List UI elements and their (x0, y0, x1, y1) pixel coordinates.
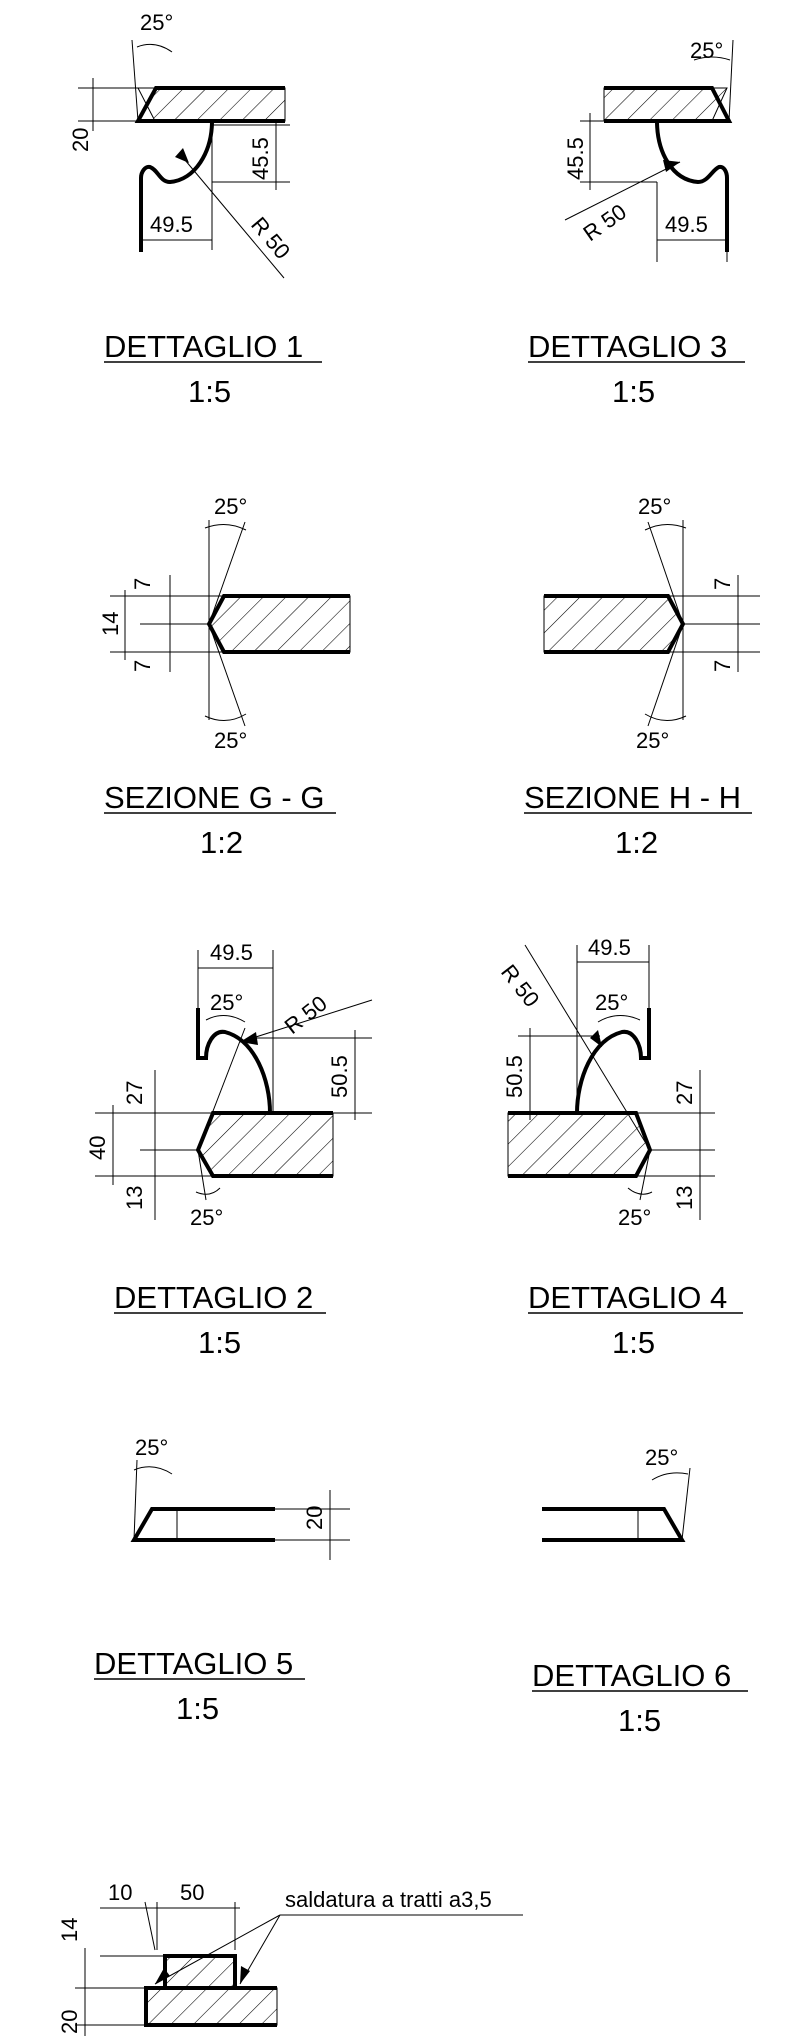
detail-4-drawing: 25° 25° 49.5 R 50 50.5 27 13 (496, 935, 715, 1230)
detail-5-scale: 1:5 (176, 1691, 219, 1726)
section-hh-top: 7 (710, 578, 735, 590)
detail-5-thickness: 20 (302, 1506, 327, 1530)
weld-length-b: 50 (180, 1880, 204, 1905)
detail-4-height: 50.5 (502, 1055, 527, 1098)
section-hh-title: SEZIONE H - H (524, 780, 741, 815)
weld-thickness-top: 14 (57, 1918, 82, 1942)
section-hh-angle-top: 25° (638, 494, 671, 519)
section-gg-top: 7 (130, 578, 155, 590)
detail-3-height: 45.5 (563, 137, 588, 180)
section-gg-angle-top: 25° (214, 494, 247, 519)
detail-4-radius: R 50 (496, 960, 544, 1012)
detail-4-top: 27 (672, 1081, 697, 1105)
detail-2-radius: R 50 (280, 991, 332, 1039)
section-gg-drawing: 25° 25° 7 14 7 (98, 494, 351, 753)
detail-2-angle-top: 25° (210, 990, 243, 1015)
section-gg-angle-bottom: 25° (214, 728, 247, 753)
detail-6-angle: 25° (645, 1445, 678, 1470)
detail-1-drawing: 25° 20 45.5 49.5 R 50 (68, 10, 295, 279)
detail-3-width: 49.5 (665, 212, 708, 237)
detail-2-top: 27 (122, 1081, 147, 1105)
section-gg-total: 14 (98, 612, 123, 636)
weld-length-a: 10 (108, 1880, 132, 1905)
detail-1-height: 45.5 (248, 137, 273, 180)
detail-3-angle: 25° (690, 38, 723, 63)
detail-2-total: 40 (85, 1136, 110, 1160)
detail-2-bottom: 13 (122, 1186, 147, 1210)
section-hh-bottom: 7 (710, 660, 735, 672)
detail-1-thickness: 20 (68, 128, 93, 152)
detail-3-scale: 1:5 (612, 374, 655, 409)
detail-2-angle-bottom: 25° (190, 1205, 223, 1230)
detail-6-scale: 1:5 (618, 1703, 661, 1738)
detail-3-radius: R 50 (579, 199, 631, 246)
detail-6-title: DETTAGLIO 6 (532, 1658, 731, 1693)
detail-1-radius: R 50 (246, 212, 295, 264)
detail-2-width: 49.5 (210, 940, 253, 965)
weld-detail-drawing: 14 20 10 50 saldatura a tratti a3,5 (57, 1880, 523, 2036)
detail-2-title: DETTAGLIO 2 (114, 1280, 313, 1315)
detail-1-width: 49.5 (150, 212, 193, 237)
section-gg-bottom: 7 (130, 660, 155, 672)
detail-5-title: DETTAGLIO 5 (94, 1646, 293, 1681)
section-hh-scale: 1:2 (615, 825, 658, 860)
weld-thickness-bottom: 20 (57, 2010, 82, 2034)
detail-3-drawing: 25° 45.5 49.5 R 50 (563, 38, 734, 262)
detail-3-title: DETTAGLIO 3 (528, 329, 727, 364)
detail-1-angle: 25° (140, 10, 173, 35)
detail-4-angle-bottom: 25° (618, 1205, 651, 1230)
detail-2-drawing: 25° 25° 49.5 R 50 50.5 27 40 13 (85, 940, 373, 1230)
section-hh-drawing: 25° 25° 7 7 (543, 494, 760, 753)
detail-6-drawing: 25° (542, 1445, 691, 1542)
detail-2-scale: 1:5 (198, 1325, 241, 1360)
detail-4-angle-top: 25° (595, 990, 628, 1015)
detail-2-height: 50.5 (327, 1055, 352, 1098)
detail-4-width: 49.5 (588, 935, 631, 960)
detail-4-scale: 1:5 (612, 1325, 655, 1360)
section-gg-title: SEZIONE G - G (104, 780, 324, 815)
detail-5-drawing: 25° 20 (130, 1435, 350, 1560)
detail-4-title: DETTAGLIO 4 (528, 1280, 727, 1315)
detail-4-bottom: 13 (672, 1186, 697, 1210)
section-gg-scale: 1:2 (200, 825, 243, 860)
weld-note: saldatura a tratti a3,5 (285, 1887, 492, 1912)
detail-5-angle: 25° (135, 1435, 168, 1460)
detail-1-title: DETTAGLIO 1 (104, 329, 303, 364)
section-hh-angle-bottom: 25° (636, 728, 669, 753)
detail-1-scale: 1:5 (188, 374, 231, 409)
